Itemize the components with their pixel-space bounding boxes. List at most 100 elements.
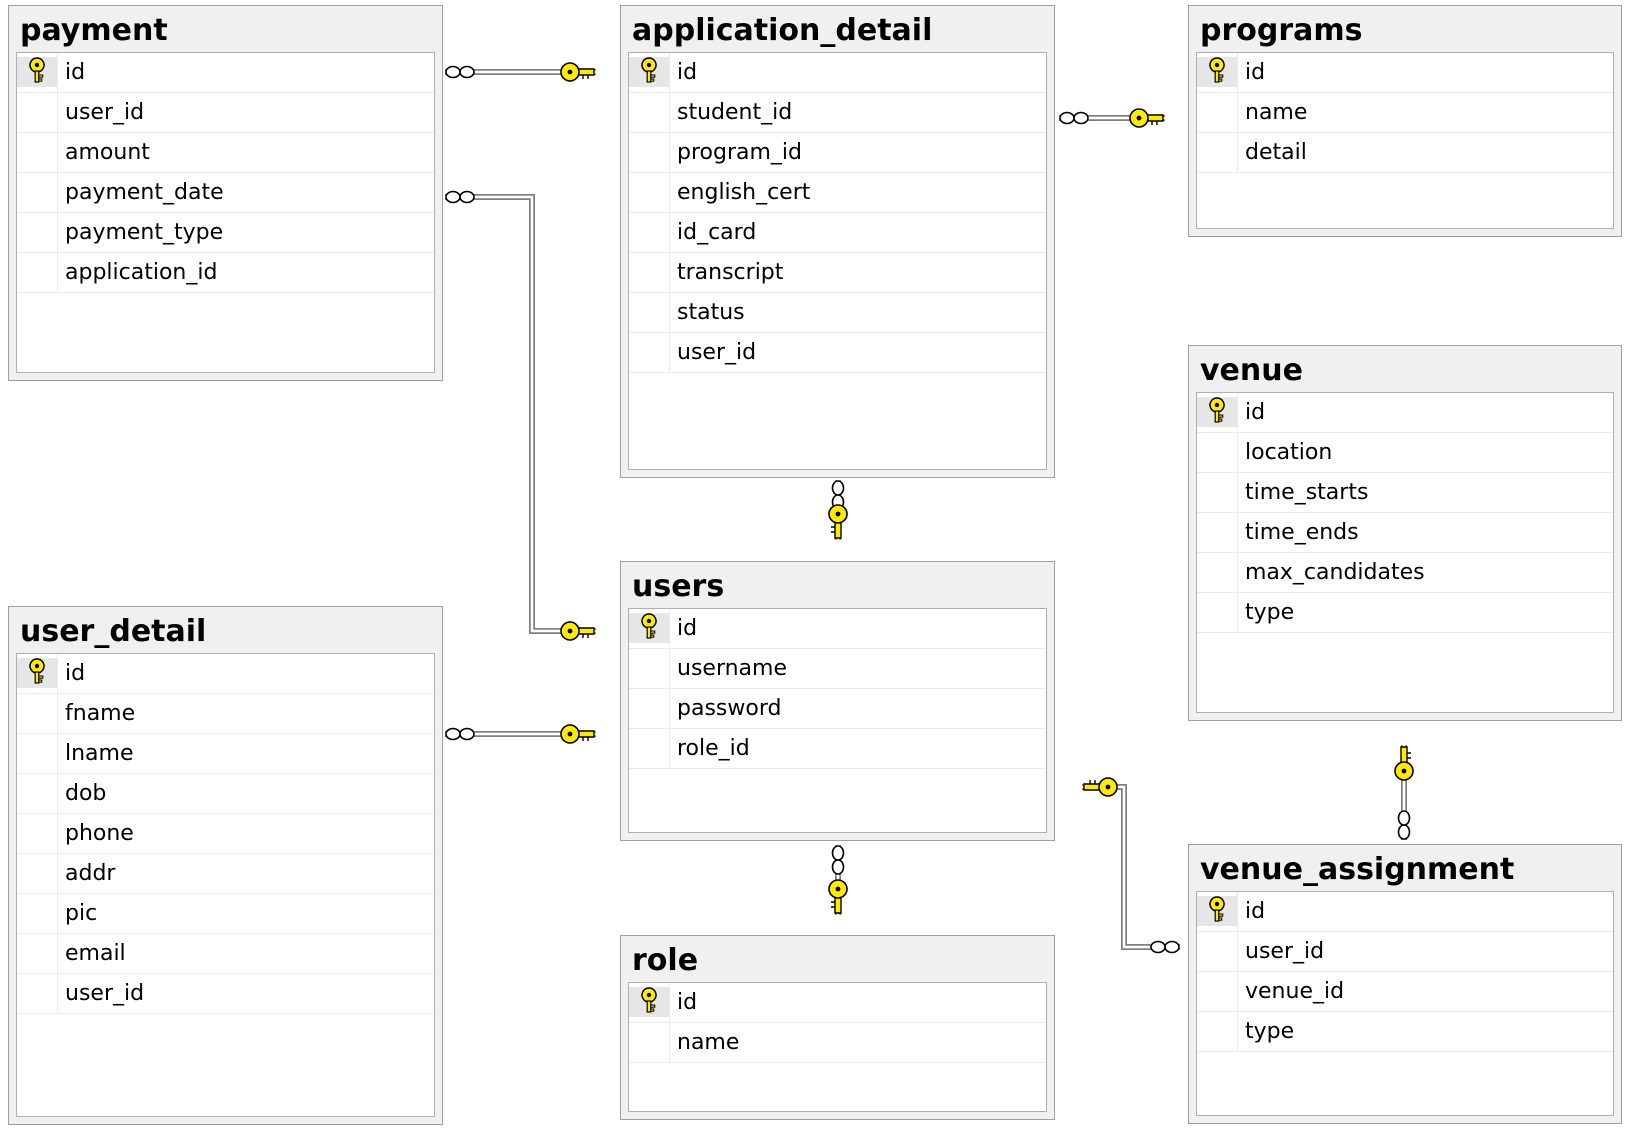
column-gutter (1237, 593, 1238, 632)
key-cell (1197, 437, 1237, 467)
column-row[interactable]: lname (17, 734, 434, 774)
column-row[interactable]: user_id (17, 974, 434, 1014)
column-row[interactable]: student_id (629, 93, 1046, 133)
column-gutter (669, 253, 670, 292)
column-gutter (1237, 932, 1238, 971)
column-gutter (669, 213, 670, 252)
column-gutter (1237, 93, 1238, 132)
relationship-payment-to-users (445, 190, 596, 641)
column-row[interactable]: id (629, 53, 1046, 93)
column-row[interactable]: transcript (629, 253, 1046, 293)
primary-key-icon (27, 658, 47, 688)
column-gutter (669, 93, 670, 132)
column-row[interactable]: name (629, 1023, 1046, 1063)
key-cell (1197, 557, 1237, 587)
column-row[interactable]: id_card (629, 213, 1046, 253)
column-gutter (57, 894, 58, 933)
column-row[interactable]: email (17, 934, 434, 974)
column-row[interactable]: fname (17, 694, 434, 734)
column-row[interactable]: addr (17, 854, 434, 894)
key-cell (1197, 477, 1237, 507)
key-cell (629, 177, 669, 207)
column-row[interactable]: venue_id (1197, 972, 1613, 1012)
column-row[interactable]: user_id (629, 333, 1046, 373)
column-row[interactable]: role_id (629, 729, 1046, 769)
key-cell (17, 217, 57, 247)
column-row[interactable]: amount (17, 133, 434, 173)
column-row[interactable]: id (629, 609, 1046, 649)
column-row[interactable]: id (17, 654, 434, 694)
column-row[interactable]: id (629, 983, 1046, 1023)
table-title: programs (1200, 13, 1363, 48)
column-name: user_id (65, 981, 145, 1006)
column-name: user_id (1245, 939, 1325, 964)
column-name: location (1245, 440, 1333, 465)
column-row[interactable]: pic (17, 894, 434, 934)
column-row[interactable]: application_id (17, 253, 434, 293)
key-cell (629, 1027, 669, 1057)
key-cell (1197, 1016, 1237, 1046)
column-name: time_starts (1245, 480, 1369, 505)
key-cell (1197, 597, 1237, 627)
column-row[interactable]: dob (17, 774, 434, 814)
key-cell (629, 57, 669, 87)
column-name: id (1245, 400, 1266, 425)
column-row[interactable]: english_cert (629, 173, 1046, 213)
column-name: name (677, 1030, 740, 1055)
column-gutter (57, 694, 58, 733)
column-row[interactable]: username (629, 649, 1046, 689)
column-row[interactable]: payment_date (17, 173, 434, 213)
column-gutter (57, 213, 58, 252)
column-gutter (57, 253, 58, 292)
column-name: id (677, 990, 698, 1015)
relationship-venue-assignment-to-users (1082, 777, 1180, 954)
column-row[interactable]: location (1197, 433, 1613, 473)
key-cell (17, 738, 57, 768)
column-row[interactable]: password (629, 689, 1046, 729)
column-row[interactable]: program_id (629, 133, 1046, 173)
column-row[interactable]: id (1197, 393, 1613, 433)
column-gutter (1237, 892, 1238, 931)
column-row[interactable]: phone (17, 814, 434, 854)
column-row[interactable]: time_starts (1197, 473, 1613, 513)
column-name: phone (65, 821, 134, 846)
column-row[interactable]: detail (1197, 133, 1613, 173)
key-cell (629, 97, 669, 127)
key-cell (629, 733, 669, 763)
column-name: fname (65, 701, 136, 726)
column-row[interactable]: payment_type (17, 213, 434, 253)
key-cell (17, 137, 57, 167)
column-row[interactable]: type (1197, 593, 1613, 633)
column-gutter (669, 689, 670, 728)
column-row[interactable]: id (17, 53, 434, 93)
column-row[interactable]: id (1197, 53, 1613, 93)
column-name: id (677, 60, 698, 85)
column-name: lname (65, 741, 134, 766)
column-name: addr (65, 861, 116, 886)
key-cell (1197, 57, 1237, 87)
column-row[interactable]: user_id (1197, 932, 1613, 972)
table-title: application_detail (632, 13, 933, 48)
column-row[interactable]: status (629, 293, 1046, 333)
column-row[interactable]: user_id (17, 93, 434, 133)
key-cell (1197, 517, 1237, 547)
column-row[interactable]: id (1197, 892, 1613, 932)
column-gutter (57, 734, 58, 773)
column-gutter (57, 654, 58, 693)
column-row[interactable]: type (1197, 1012, 1613, 1052)
column-row[interactable]: time_ends (1197, 513, 1613, 553)
column-row[interactable]: max_candidates (1197, 553, 1613, 593)
column-row[interactable]: name (1197, 93, 1613, 133)
column-name: id (65, 60, 86, 85)
